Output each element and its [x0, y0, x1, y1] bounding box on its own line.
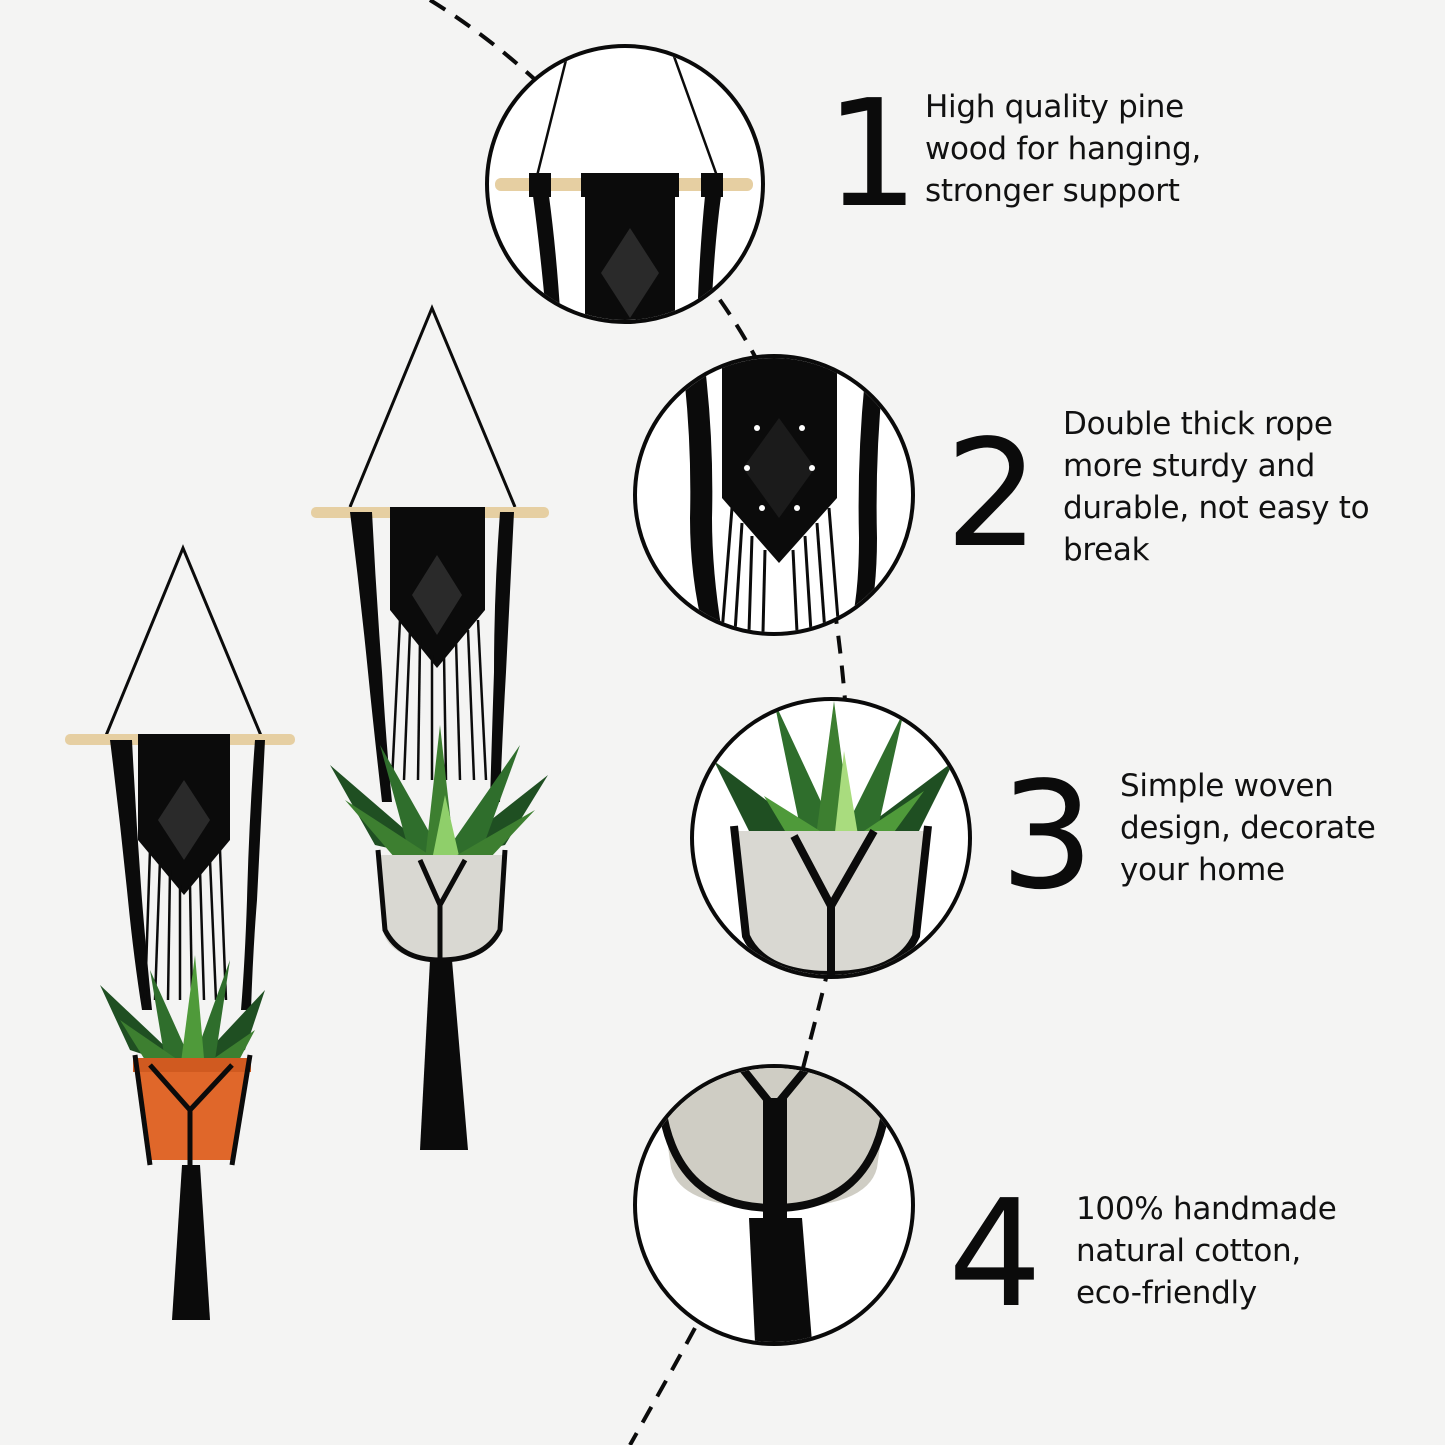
feature-number-4: 4 — [948, 1168, 1043, 1340]
detail-circle-3 — [690, 697, 972, 979]
plant-leaves — [330, 725, 548, 865]
woven-pattern-closeup-image — [682, 358, 883, 632]
detail-circle-4 — [633, 1064, 915, 1346]
feature-number-2: 2 — [945, 408, 1040, 580]
tassel — [172, 1165, 210, 1320]
feature-number-3: 3 — [1000, 750, 1095, 922]
feature-number-1: 1 — [825, 68, 920, 240]
potted-plant-closeup-image — [714, 701, 954, 975]
detail-circle-2 — [633, 354, 915, 636]
feature-text-2: Double thick rope more sturdy and durabl… — [1063, 406, 1370, 568]
tassel — [420, 960, 468, 1150]
tassel-closeup-image — [657, 1068, 891, 1342]
feature-text-3: Simple woven design, decorate your home — [1120, 768, 1376, 888]
feature-text-1: High quality pine wood for hanging, stro… — [925, 89, 1201, 209]
feature-text-4: 100% handmade natural cotton, eco-friend… — [1076, 1191, 1337, 1311]
detail-circle-1 — [485, 44, 765, 324]
wooden-dowel-closeup-image — [495, 48, 753, 320]
